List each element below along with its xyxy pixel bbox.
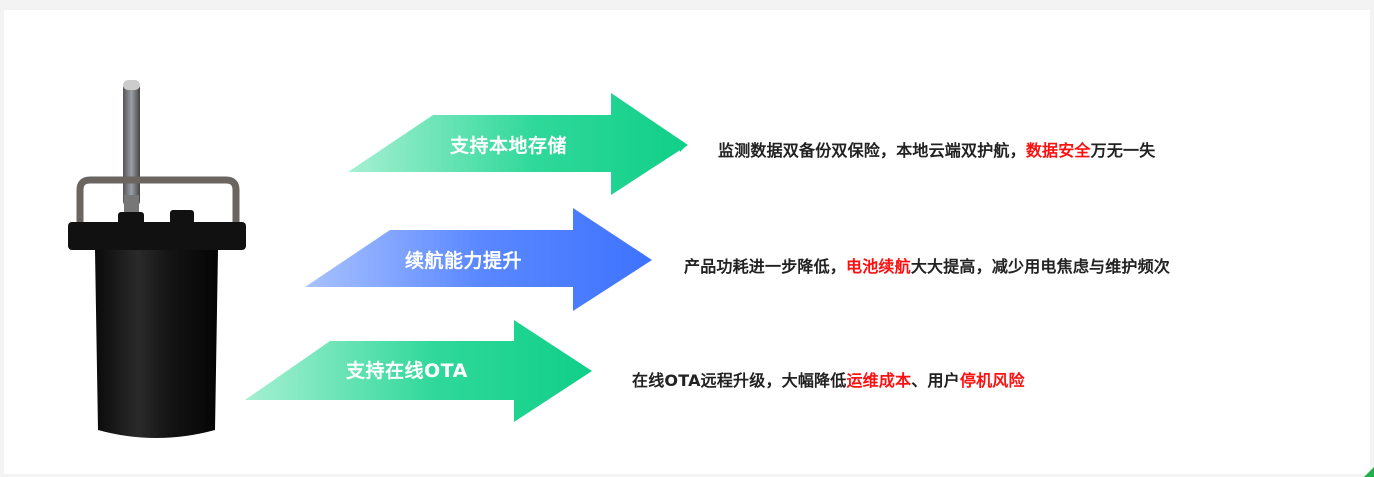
desc-highlight: 数据安全 xyxy=(1025,141,1091,160)
desc-text: 在线OTA远程升级，大幅降低 xyxy=(632,371,847,390)
arrow-ota xyxy=(245,320,592,422)
feature-label-local-storage: 支持本地存储 xyxy=(450,135,568,157)
feature-desc-local-storage: 监测数据双备份双保险，本地云端双护航，数据安全万无一失 xyxy=(718,137,1155,161)
feature-label-ota: 支持在线OTA xyxy=(346,360,468,382)
arrow-local-storage xyxy=(348,93,688,195)
desc-highlight: 运维成本 xyxy=(846,371,912,390)
desc-text: 产品功耗进一步降低， xyxy=(684,257,847,276)
desc-text: 万无一失 xyxy=(1090,141,1156,160)
cylinder-body xyxy=(95,250,218,438)
antenna xyxy=(123,82,140,207)
desc-text: 大大提高，减少用电焦虑与维护频次 xyxy=(910,257,1171,276)
arrow-battery-life xyxy=(305,208,652,311)
feature-desc-ota: 在线OTA远程升级，大幅降低运维成本、用户停机风险 xyxy=(632,367,1025,391)
data-logger-device-image xyxy=(68,80,246,438)
bullet-icon xyxy=(680,142,685,152)
lid xyxy=(68,222,246,250)
handle xyxy=(76,176,240,225)
feature-desc-battery-life: 产品功耗进一步降低，电池续航大大提高，减少用电焦虑与维护频次 xyxy=(684,253,1170,277)
feature-label-battery-life: 续航能力提升 xyxy=(405,250,523,272)
desc-text: 、用户 xyxy=(911,371,960,390)
desc-text: 监测数据双备份双保险，本地云端双护航， xyxy=(718,141,1026,160)
corner-decoration xyxy=(1364,467,1374,477)
desc-highlight: 电池续航 xyxy=(846,257,911,276)
desc-highlight: 停机风险 xyxy=(959,371,1025,390)
